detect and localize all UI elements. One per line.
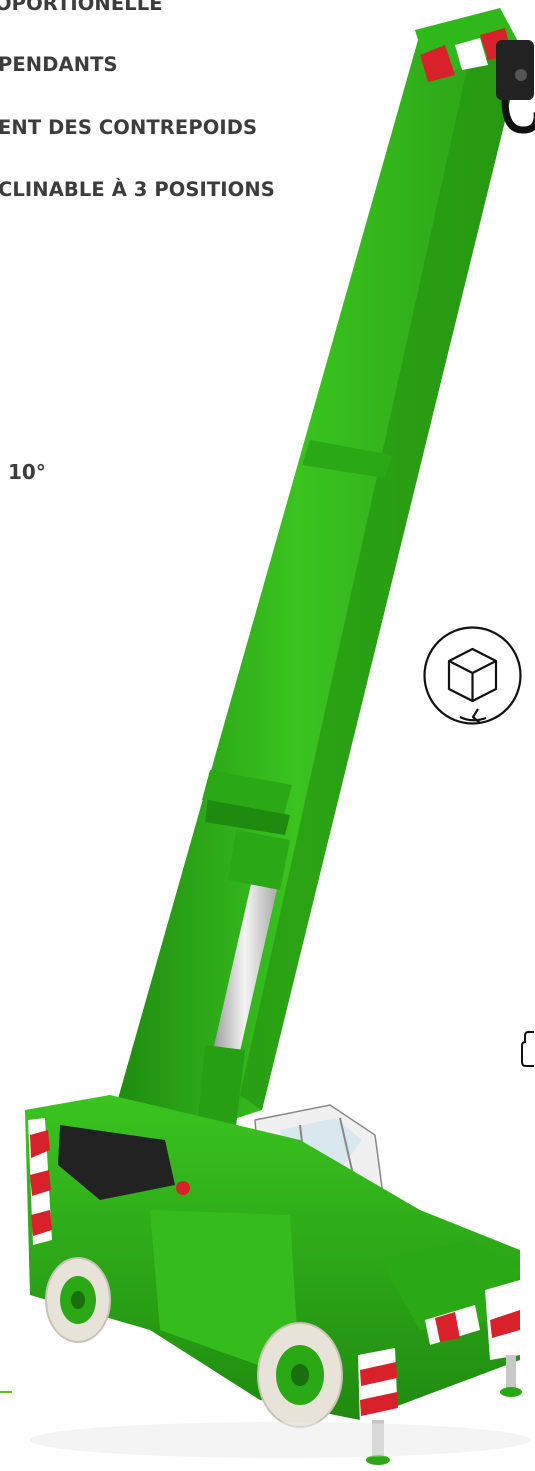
feature-item-inclinable: CLINABLE À 3 POSITIONS — [0, 178, 275, 201]
accent-line — [0, 1391, 12, 1393]
angle-label: 10° — [8, 460, 46, 484]
side-tab-button[interactable] — [520, 1030, 535, 1068]
feature-item-proportionelle: OPORTIONELLE — [0, 0, 163, 15]
partial-icon — [521, 1031, 534, 1067]
warning-stripes — [28, 1118, 520, 1428]
wheels — [45, 1257, 343, 1428]
feature-item-pendants: PENDANTS — [0, 53, 118, 76]
feature-item-counterweights: ENT DES CONTREPOIDS — [0, 116, 258, 139]
360-cube-rotate-icon — [423, 626, 522, 725]
feature-list: OPORTIONELLE PENDANTS ENT DES CONTREPOID… — [0, 0, 535, 240]
view-360-button[interactable] — [422, 625, 523, 726]
